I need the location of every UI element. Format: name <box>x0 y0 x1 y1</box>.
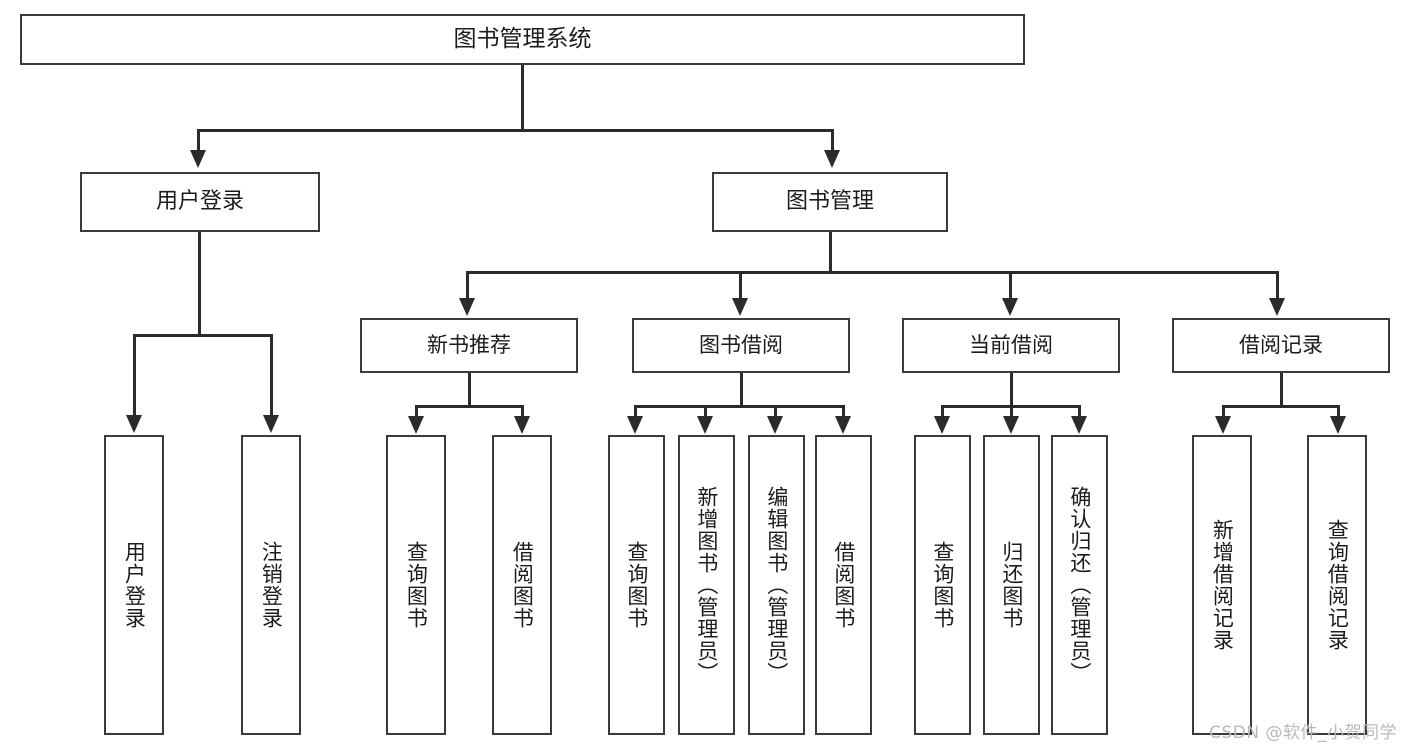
leaf-label: 查询图书 <box>930 541 955 629</box>
arrowhead-to-book-borrow <box>732 298 748 316</box>
leaf-label: 借阅图书 <box>831 541 856 629</box>
leaf-label: 新增图书（管理员） <box>694 486 719 684</box>
node-label: 图书借阅 <box>699 333 783 358</box>
leaf-label: 查询借阅记录 <box>1325 519 1350 651</box>
leaf-new-book-query-book[interactable]: 查询图书 <box>386 435 446 735</box>
arrowhead-bb-leaf-4 <box>835 416 851 434</box>
connector-nbr-drop-1 <box>415 405 418 417</box>
connector-user-login-stem <box>198 232 201 336</box>
arrowhead-to-borrow-record <box>1269 298 1285 316</box>
connector-cb-drop-3 <box>1078 405 1081 417</box>
connector-root-bus <box>197 129 834 132</box>
connector-br-drop-2 <box>1337 405 1340 417</box>
arrowhead-nbr-leaf-2 <box>514 416 530 434</box>
arrowhead-bb-leaf-3 <box>767 416 783 434</box>
connector-user-login-drop-2 <box>270 334 273 416</box>
arrowhead-to-user-login-leaf <box>126 415 142 433</box>
node-user-login[interactable]: 用户登录 <box>80 172 320 232</box>
connector-br-bus <box>1222 405 1339 408</box>
connector-br-stem <box>1280 373 1283 408</box>
arrowhead-root-to-user-login <box>190 150 206 168</box>
leaf-borrow-record-add-record[interactable]: 新增借阅记录 <box>1192 435 1252 735</box>
arrowhead-cb-leaf-3 <box>1071 416 1087 434</box>
node-label: 借阅记录 <box>1239 333 1323 358</box>
connector-bb-bus <box>634 405 844 408</box>
connector-bm-drop-3 <box>1009 271 1012 299</box>
connector-bm-drop-2 <box>739 271 742 299</box>
node-label: 用户登录 <box>155 189 244 215</box>
connector-bb-drop-1 <box>634 405 637 417</box>
connector-root-drop-2 <box>831 129 834 151</box>
leaf-label: 归还图书 <box>999 541 1024 629</box>
node-label: 图书管理系统 <box>453 25 592 52</box>
leaf-label: 查询图书 <box>404 541 429 629</box>
connector-book-management-stem <box>829 232 832 274</box>
arrowhead-br-leaf-2 <box>1330 416 1346 434</box>
leaf-book-borrow-edit-book-admin[interactable]: 编辑图书（管理员） <box>748 435 805 735</box>
node-label: 图书管理 <box>785 189 874 215</box>
leaf-label: 用户登录 <box>122 541 147 629</box>
leaf-book-borrow-query-book[interactable]: 查询图书 <box>608 435 665 735</box>
leaf-label: 查询图书 <box>624 541 649 629</box>
connector-nbr-bus <box>415 405 523 408</box>
connector-book-management-bus <box>466 271 1278 274</box>
node-label: 新书推荐 <box>427 333 511 358</box>
arrowhead-to-current-borrow <box>1002 298 1018 316</box>
connector-root-drop-1 <box>197 129 200 151</box>
leaf-label: 编辑图书（管理员） <box>764 486 789 684</box>
connector-nbr-stem <box>468 373 471 408</box>
leaf-user-login-logout[interactable]: 注销登录 <box>241 435 301 735</box>
arrowhead-cb-leaf-2 <box>1003 416 1019 434</box>
arrowhead-to-new-book-recommend <box>459 298 475 316</box>
connector-bb-drop-4 <box>842 405 845 417</box>
connector-root-stem <box>521 65 524 131</box>
node-borrow-record[interactable]: 借阅记录 <box>1172 318 1390 373</box>
connector-bm-drop-4 <box>1276 271 1279 299</box>
csdn-watermark: CSDN @软件_小贺同学 <box>1209 723 1397 743</box>
node-label: 当前借阅 <box>969 333 1053 358</box>
connector-nbr-drop-2 <box>521 405 524 417</box>
connector-cb-stem <box>1010 373 1013 408</box>
connector-cb-drop-2 <box>1010 405 1013 417</box>
leaf-borrow-record-query-record[interactable]: 查询借阅记录 <box>1307 435 1367 735</box>
leaf-new-book-borrow-book[interactable]: 借阅图书 <box>492 435 552 735</box>
node-current-borrow[interactable]: 当前借阅 <box>902 318 1120 373</box>
leaf-user-login-login[interactable]: 用户登录 <box>104 435 164 735</box>
arrowhead-bb-leaf-1 <box>627 416 643 434</box>
leaf-book-borrow-borrow-book[interactable]: 借阅图书 <box>815 435 872 735</box>
leaf-label: 新增借阅记录 <box>1210 519 1235 651</box>
leaf-book-borrow-add-book-admin[interactable]: 新增图书（管理员） <box>678 435 735 735</box>
leaf-label: 注销登录 <box>259 541 284 629</box>
node-new-book-recommend[interactable]: 新书推荐 <box>360 318 578 373</box>
connector-bm-drop-1 <box>466 271 469 299</box>
arrowhead-bb-leaf-2 <box>697 416 713 434</box>
connector-bb-stem <box>740 373 743 408</box>
connector-bb-drop-3 <box>774 405 777 417</box>
leaf-current-borrow-confirm-return-admin[interactable]: 确认归还（管理员） <box>1051 435 1108 735</box>
leaf-current-borrow-return-book[interactable]: 归还图书 <box>983 435 1040 735</box>
node-book-borrow[interactable]: 图书借阅 <box>632 318 850 373</box>
arrowhead-cb-leaf-1 <box>934 416 950 434</box>
connector-cb-drop-1 <box>941 405 944 417</box>
arrowhead-br-leaf-1 <box>1215 416 1231 434</box>
connector-user-login-drop-1 <box>133 334 136 416</box>
node-root-book-management-system[interactable]: 图书管理系统 <box>20 14 1025 65</box>
leaf-current-borrow-query-book[interactable]: 查询图书 <box>914 435 971 735</box>
connector-bb-drop-2 <box>704 405 707 417</box>
leaf-label: 确认归还（管理员） <box>1067 486 1092 684</box>
node-book-management[interactable]: 图书管理 <box>712 172 948 232</box>
arrowhead-to-logout-leaf <box>263 415 279 433</box>
arrowhead-nbr-leaf-1 <box>408 416 424 434</box>
arrowhead-root-to-book-management <box>824 150 840 168</box>
connector-br-drop-1 <box>1222 405 1225 417</box>
leaf-label: 借阅图书 <box>510 541 535 629</box>
connector-user-login-bus <box>133 334 273 337</box>
